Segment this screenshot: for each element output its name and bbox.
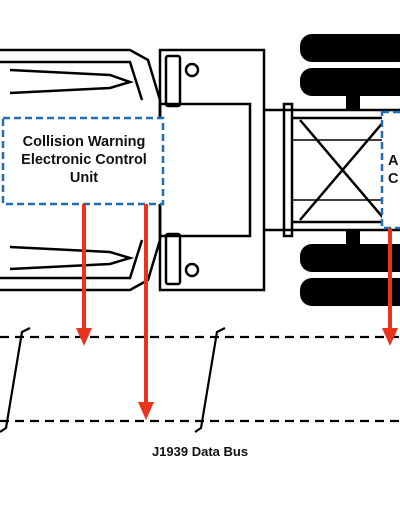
truck-frame [264,102,400,238]
truck-tires [300,34,400,306]
collision-ecu-text: Collision Warning Electronic Control Uni… [21,134,147,186]
collision-ecu-label: Collision Warning Electronic Control Uni… [6,120,162,200]
tire-bottom-2 [300,278,400,306]
arrow-secondary-to-bus [382,228,398,346]
truck-axles [346,94,360,246]
signal-arrows [76,204,398,420]
arrow-ecu-to-bus-high [76,204,92,346]
twist-mark-middle [194,327,226,433]
truck-cab [158,48,266,292]
secondary-ecu-box [380,110,400,230]
tire-top-2 [300,68,400,96]
twist-mark-left [0,327,31,433]
collision-ecu-box [1,116,165,206]
tire-bottom-1 [300,244,400,272]
arrow-ecu-to-bus-low [138,204,154,420]
secondary-ecu-text: A C [388,153,399,187]
bus-label: J1939 Data Bus [151,444,249,459]
tire-top-1 [300,34,400,62]
data-bus [0,327,400,433]
secondary-ecu-label: A C [384,115,400,225]
